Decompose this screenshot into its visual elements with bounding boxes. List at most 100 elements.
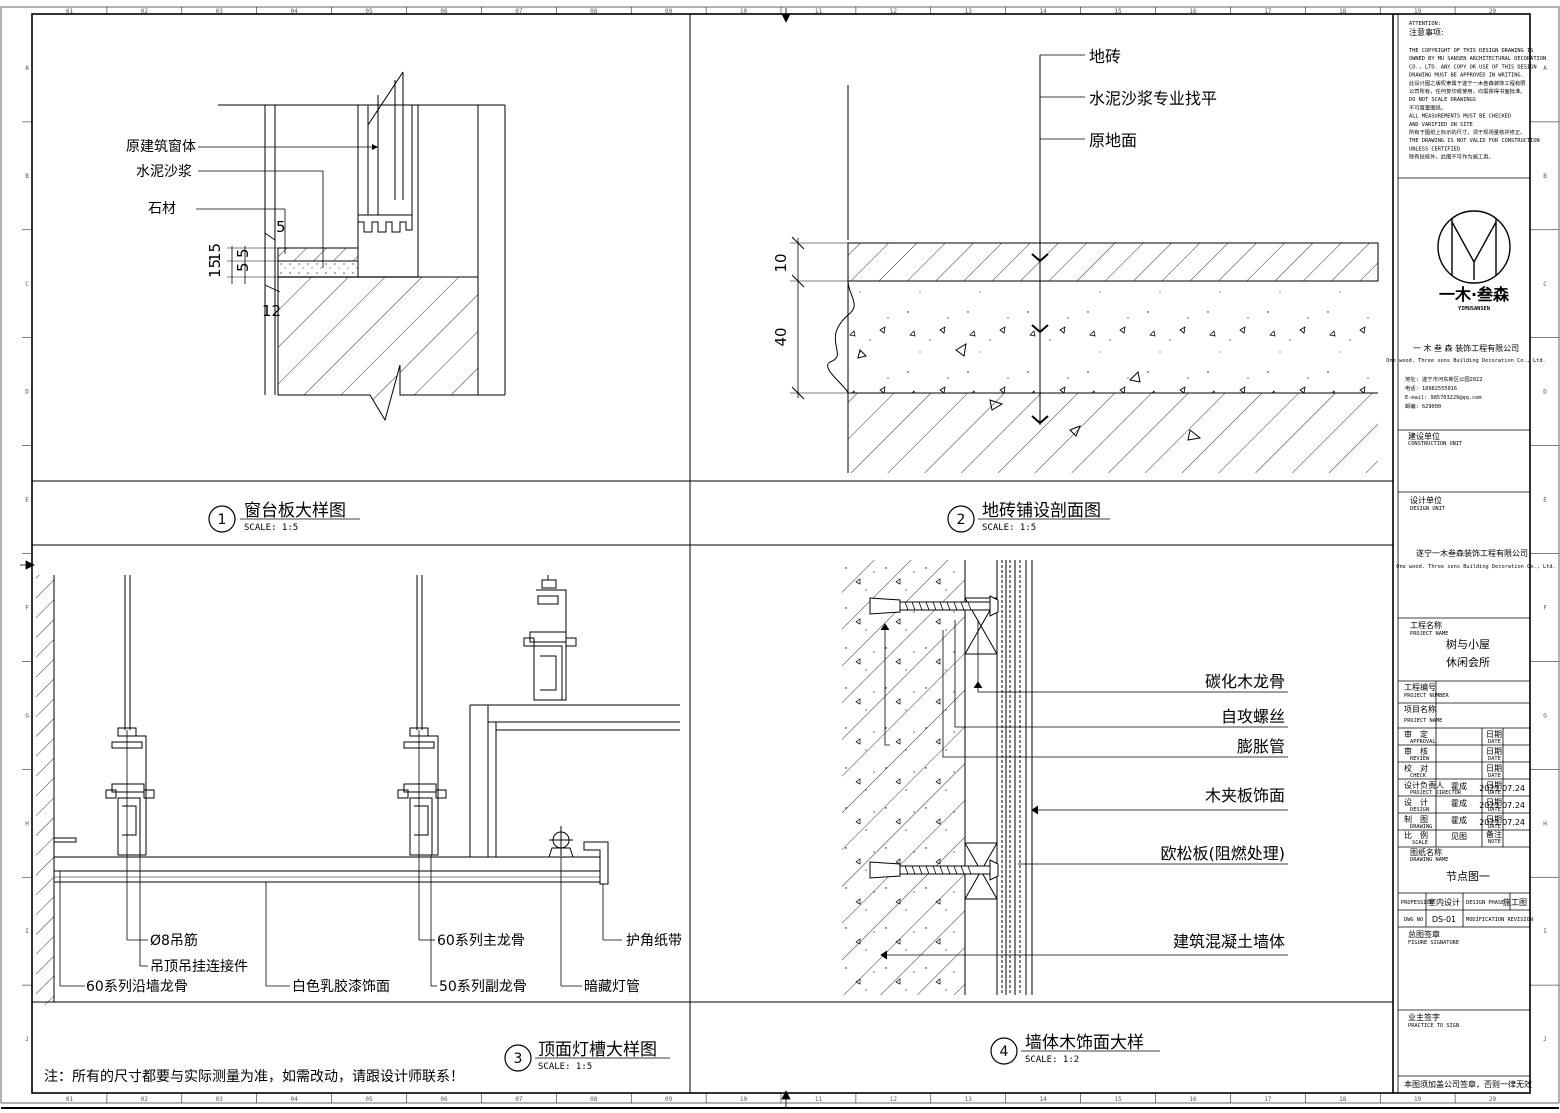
tb-contact-line: E-mail: 985703229@qq.com bbox=[1405, 395, 1482, 401]
grid-row-label: A bbox=[25, 65, 29, 72]
grid-col-label: 18 bbox=[1339, 1096, 1347, 1103]
dim-d1-d: 5 bbox=[234, 262, 252, 272]
grid-col-label: 15 bbox=[1114, 1096, 1122, 1103]
tb-attention-line: 此设计图之版权隶属于遂宁一木叁森装饰工程有限 bbox=[1409, 79, 1526, 87]
grid-row-label: E bbox=[25, 497, 29, 504]
grid-row-label: I bbox=[25, 928, 29, 935]
label-floor-tile: 地砖 bbox=[1089, 47, 1121, 66]
panel4-title: 墙体木饰面大样 bbox=[1025, 1033, 1144, 1053]
grid-row-label: J bbox=[1543, 1036, 1547, 1043]
detail1-window-sill bbox=[196, 71, 506, 422]
label-concrete-wall: 建筑混凝土墙体 bbox=[1173, 932, 1285, 951]
tb-contact-line: 邮编: 629000 bbox=[1405, 402, 1441, 410]
label-carbonized-wood-keel: 碳化木龙骨 bbox=[1205, 672, 1285, 691]
tb-attention-line: AND VARIFIED ON SITE bbox=[1409, 122, 1473, 128]
tb-remark-cn: 备注 bbox=[1486, 829, 1502, 839]
tb-attention-line: 公司所有，任何复印或使用，均需获得书面批准。 bbox=[1409, 87, 1526, 95]
tb-attention-line: ALL MEASUREMENTS MUST BE CHECKED bbox=[1409, 114, 1511, 120]
tb-project-name-en: PROJECT NAME bbox=[1410, 631, 1448, 637]
tb-row-date-label: 日期 bbox=[1486, 730, 1502, 739]
grid-col-label: 12 bbox=[890, 8, 898, 15]
tb-dwg-no-en: DWG NO bbox=[1404, 917, 1423, 923]
tb-attention-line: THE COPYRIGHT OF THIS DESIGN DRAWING IS bbox=[1409, 48, 1533, 54]
label-main-keel: 60系列主龙骨 bbox=[437, 933, 525, 949]
tb-attention-cn: 注意事项: bbox=[1409, 27, 1444, 37]
tb-row-role-en: APPROVAL bbox=[1410, 739, 1436, 745]
grid-col-label: 01 bbox=[66, 1096, 74, 1103]
tb-row-role-en: CHECK bbox=[1410, 773, 1427, 779]
tb-row-role: 设 计 bbox=[1404, 797, 1428, 807]
tb-scale-cn: 比 例 bbox=[1404, 830, 1428, 840]
grid-col-label: 20 bbox=[1489, 8, 1497, 15]
label-stone: 石材 bbox=[148, 201, 176, 217]
tb-row-name: 霍成 bbox=[1451, 781, 1467, 791]
grid-col-label: 19 bbox=[1414, 1096, 1422, 1103]
tb-logo-cn: 一木·叁森 bbox=[1439, 285, 1510, 304]
panel3-number-circle bbox=[504, 1044, 532, 1072]
tb-attention-line: OWNED BY MU SANSEN ARCHITECTURAL DECORAT… bbox=[1409, 56, 1546, 62]
dim-d1-c: 15 bbox=[206, 243, 224, 262]
tb-row-role-en: REVIEW bbox=[1410, 756, 1430, 762]
tb-row-date-label: 日期 bbox=[1486, 764, 1502, 773]
panel3-scale: SCALE: 1:5 bbox=[538, 1062, 592, 1072]
grid-col-label: 01 bbox=[66, 8, 74, 15]
tb-design-company-cn: 遂宁一木叁森装饰工程有限公司 bbox=[1416, 548, 1528, 558]
tb-row-role: 制 图 bbox=[1404, 814, 1428, 824]
grid-row-label: I bbox=[1543, 928, 1547, 935]
tb-logo-en: YIMUSANSEN bbox=[1458, 306, 1490, 312]
label-leveling-mortar: 水泥沙浆专业找平 bbox=[1089, 89, 1217, 108]
grid-col-label: 04 bbox=[291, 8, 299, 15]
tb-footer-note: 本图须加盖公司签章，否则一律无效 bbox=[1404, 1079, 1532, 1089]
panel3-number: 3 bbox=[514, 1051, 523, 1067]
label-secondary-keel: 50系列副龙骨 bbox=[439, 979, 527, 995]
tb-row-date-label-en: DATE bbox=[1488, 824, 1501, 830]
panel4-number: 4 bbox=[1000, 1044, 1009, 1060]
label-tapping-screw: 自攻螺丝 bbox=[1221, 707, 1285, 726]
tb-attention-line: DO NOT SCALE DRAWINGS bbox=[1409, 97, 1476, 103]
grid-row-label: G bbox=[25, 712, 29, 719]
tb-drawing-name: 节点图一 bbox=[1446, 870, 1490, 883]
tb-attention-line: THE DRAWING IS NOT VALID FOR CONSTRUCTIO… bbox=[1409, 138, 1540, 144]
panel2-number-circle bbox=[947, 505, 975, 533]
grid-row-label: H bbox=[1543, 820, 1547, 827]
tb-scale-en: SCALE bbox=[1412, 840, 1428, 846]
tb-attention-line: 不可度量图纸。 bbox=[1409, 103, 1446, 111]
panel2-title: 地砖铺设剖面图 bbox=[982, 501, 1101, 521]
tb-construction-unit-cn: 建设单位 bbox=[1408, 431, 1440, 441]
dim-d1-top: 5 bbox=[276, 218, 286, 236]
label-osb-board: 欧松板(阻燃处理) bbox=[1161, 844, 1286, 863]
grid-col-label: 15 bbox=[1114, 8, 1122, 15]
company-logo bbox=[1437, 210, 1511, 284]
tb-row-date-label-en: DATE bbox=[1488, 739, 1501, 745]
grid-col-label: 02 bbox=[141, 8, 149, 15]
tb-project-number-cn: 工程编号 bbox=[1404, 682, 1436, 692]
grid-col-label: 06 bbox=[440, 1096, 448, 1103]
tb-revision-en: MODIFICATION REVISION bbox=[1466, 917, 1533, 923]
tb-drawing-name-en: DRAWING NAME bbox=[1410, 857, 1448, 863]
grid-col-label: 11 bbox=[815, 1096, 823, 1103]
grid-col-label: 05 bbox=[365, 1096, 373, 1103]
tb-attention-line: DRAWING MUST BE APPROVED IN WRITING. bbox=[1409, 73, 1524, 79]
label-window-frame: 原建筑窗体 bbox=[126, 138, 196, 155]
tb-row-date-label: 日期 bbox=[1486, 781, 1502, 790]
grid-col-label: 19 bbox=[1414, 8, 1422, 15]
tb-item-name-en: PROJECT NAME bbox=[1404, 718, 1442, 724]
panel4-scale: SCALE: 1:2 bbox=[1025, 1055, 1079, 1065]
tb-signature-en: FIGURE SIGNATURE bbox=[1408, 940, 1459, 946]
panel4-number-circle bbox=[990, 1037, 1018, 1065]
tb-project-name-cn: 工程名称 bbox=[1410, 620, 1442, 630]
grid-col-label: 08 bbox=[590, 1096, 598, 1103]
tb-attention-line: 所有于图纸上标示的尺寸，须于现场量核并修正。 bbox=[1409, 128, 1526, 136]
tb-contact-line: 地址: 遂宁市河东新区公园2022 bbox=[1405, 375, 1482, 383]
center-mark-top bbox=[781, 8, 791, 23]
grid-row-label: B bbox=[1543, 173, 1547, 180]
tb-drawing-name-cn: 图纸名称 bbox=[1410, 847, 1442, 857]
tb-owner-sign-cn: 业主签字 bbox=[1408, 1012, 1440, 1022]
panel2-scale: SCALE: 1:5 bbox=[982, 523, 1036, 533]
tb-attention-line: UNLESS CERTIFIED bbox=[1409, 146, 1460, 152]
detail2-floor-tile-section bbox=[790, 54, 1379, 473]
tb-row-role-en: DESIGN bbox=[1410, 807, 1429, 813]
